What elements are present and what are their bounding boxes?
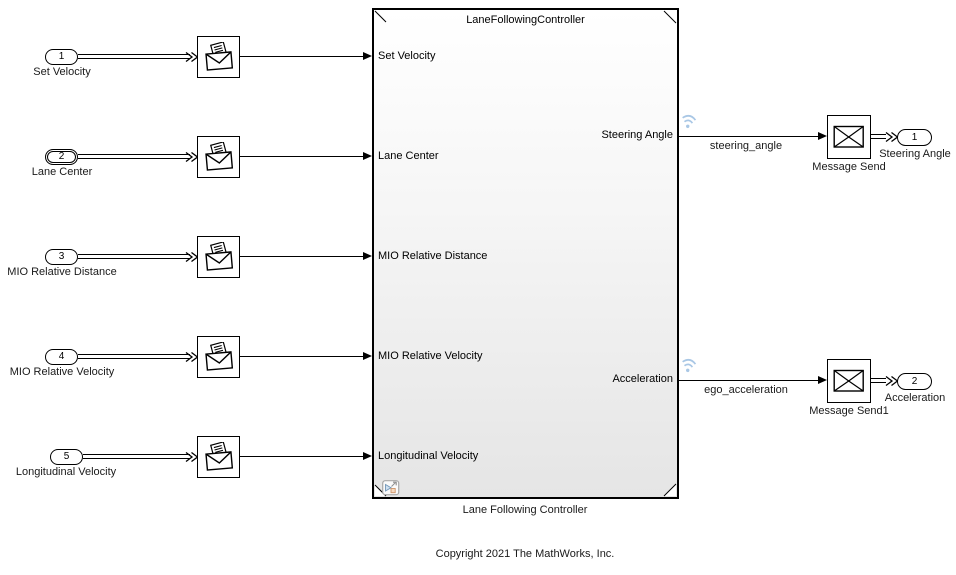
message-wire[interactable] — [78, 354, 190, 356]
controller-outport-label-steering-angle: Steering Angle — [601, 129, 673, 141]
message-wire[interactable] — [78, 258, 190, 260]
signal-wire[interactable] — [240, 156, 363, 158]
arrowhead-icon — [818, 132, 827, 140]
outport-1-label: Steering Angle — [879, 148, 951, 160]
double-chevron-arrow-icon — [185, 151, 198, 163]
message-send-icon — [833, 369, 864, 392]
signal-wire[interactable] — [240, 456, 363, 458]
arrowhead-icon — [363, 252, 372, 260]
message-wire[interactable] — [871, 134, 886, 136]
message-receive-block-4[interactable] — [197, 336, 240, 378]
copyright-text: Copyright 2021 The MathWorks, Inc. — [435, 548, 615, 560]
signal-wire[interactable] — [240, 256, 363, 258]
outport-2[interactable]: 2 — [897, 373, 932, 390]
inport-5-label: Longitudinal Velocity — [15, 466, 117, 478]
message-send1-block[interactable] — [827, 359, 871, 403]
inport-2-label: Lane Center — [31, 166, 93, 178]
message-wire[interactable] — [83, 454, 190, 456]
message-send-icon — [833, 125, 864, 148]
inport-2[interactable]: 2 — [45, 149, 78, 165]
inport-5-number: 5 — [63, 451, 70, 462]
double-chevron-arrow-icon — [185, 451, 198, 463]
message-receive-block-5[interactable] — [197, 436, 240, 478]
message-wire[interactable] — [83, 458, 190, 460]
message-wire[interactable] — [78, 254, 190, 256]
outport-1[interactable]: 1 — [897, 129, 932, 146]
outport-2-label: Acceleration — [884, 392, 946, 404]
inport-4-label: MIO Relative Velocity — [9, 366, 115, 378]
inport-1-label: Set Velocity — [33, 66, 91, 78]
message-receive-block-2[interactable] — [197, 136, 240, 178]
controller-caption: Lane Following Controller — [462, 504, 588, 516]
inport-1-number: 1 — [58, 51, 65, 62]
message-send-block[interactable] — [827, 115, 871, 159]
signal-wire[interactable] — [240, 356, 363, 358]
controller-inport-label-lane-center: Lane Center — [378, 150, 439, 162]
signal-wire-acceleration[interactable] — [679, 380, 819, 382]
double-chevron-arrow-icon — [185, 51, 198, 63]
signal-logging-wireless-icon[interactable] — [681, 111, 699, 131]
message-wire[interactable] — [871, 378, 886, 380]
outport-2-number: 2 — [911, 375, 918, 387]
inport-3-number: 3 — [58, 251, 65, 262]
message-wire[interactable] — [78, 154, 190, 156]
model-block-corner-icon — [663, 10, 677, 24]
arrowhead-icon — [363, 452, 372, 460]
double-chevron-arrow-icon — [885, 375, 898, 387]
message-receive-block-3[interactable] — [197, 236, 240, 278]
inport-4[interactable]: 4 — [45, 349, 78, 365]
message-wire[interactable] — [871, 138, 886, 140]
model-block-corner-icon — [374, 10, 387, 23]
inport-1[interactable]: 1 — [45, 49, 78, 65]
controller-inport-label-set-velocity: Set Velocity — [378, 50, 436, 62]
arrowhead-icon — [363, 352, 372, 360]
message-send1-label: Message Send1 — [809, 405, 889, 417]
double-chevron-arrow-icon — [185, 351, 198, 363]
model-block-corner-icon — [663, 483, 677, 497]
message-wire[interactable] — [78, 54, 190, 56]
inport-4-number: 4 — [58, 351, 65, 362]
signal-wire-steering[interactable] — [679, 136, 819, 138]
controller-inport-label-mio-relative-distance: MIO Relative Distance — [378, 250, 488, 262]
message-receive-icon — [204, 442, 233, 471]
controller-inport-label-longitudinal-velocity: Longitudinal Velocity — [378, 450, 479, 462]
signal-name-acceleration[interactable]: ego_acceleration — [704, 384, 788, 396]
controller-inport-label-mio-relative-velocity: MIO Relative Velocity — [378, 350, 483, 362]
inport-3[interactable]: 3 — [45, 249, 78, 265]
message-receive-block-1[interactable] — [197, 36, 240, 78]
signal-name-steering[interactable]: steering_angle — [709, 140, 783, 152]
model-reference-badge-icon[interactable] — [382, 480, 400, 496]
double-chevron-arrow-icon — [885, 131, 898, 143]
message-send-label: Message Send — [812, 161, 886, 173]
message-receive-icon — [204, 242, 233, 271]
outport-1-number: 1 — [911, 131, 918, 143]
lane-following-controller-block[interactable]: LaneFollowingController Set Velocity Lan… — [372, 8, 679, 499]
signal-logging-wireless-icon[interactable] — [681, 355, 699, 375]
inport-3-label: MIO Relative Distance — [7, 266, 117, 278]
message-wire[interactable] — [871, 382, 886, 384]
arrowhead-icon — [363, 152, 372, 160]
controller-title: LaneFollowingController — [466, 14, 585, 26]
inport-5[interactable]: 5 — [50, 449, 83, 465]
arrowhead-icon — [363, 52, 372, 60]
inport-2-number: 2 — [58, 151, 65, 162]
controller-outport-label-acceleration: Acceleration — [612, 373, 673, 385]
message-receive-icon — [204, 342, 233, 371]
message-receive-icon — [204, 142, 233, 171]
double-chevron-arrow-icon — [185, 251, 198, 263]
arrowhead-icon — [818, 376, 827, 384]
message-receive-icon — [204, 42, 233, 71]
signal-wire[interactable] — [240, 56, 363, 58]
message-wire[interactable] — [78, 58, 190, 60]
message-wire[interactable] — [78, 358, 190, 360]
message-wire[interactable] — [78, 158, 190, 160]
